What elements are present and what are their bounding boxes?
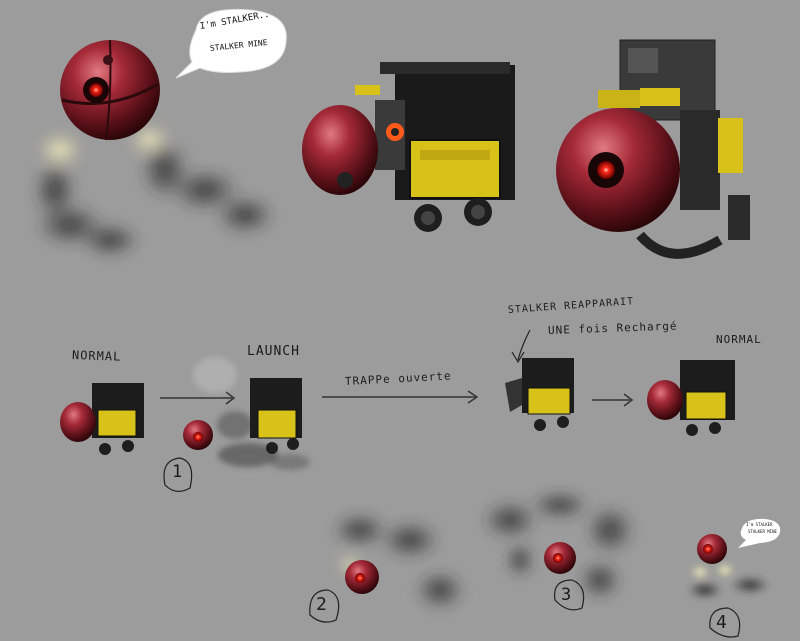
sequence-drone-normal-2 xyxy=(647,360,735,436)
stalker-sphere-2 xyxy=(345,560,379,594)
sequence-drone-normal xyxy=(60,383,144,455)
step-circle xyxy=(709,607,741,638)
drone-side-view xyxy=(302,62,515,232)
sequence-drone-launch xyxy=(183,378,302,454)
label-normal-2: NORMAL xyxy=(716,333,762,346)
bottom-smoke-2 xyxy=(332,512,465,610)
step-number-2: 2 xyxy=(316,594,328,615)
bottom-smoke-4 xyxy=(687,562,770,600)
step-number-3: 3 xyxy=(561,585,573,605)
speech-small-line-2: STALKER MINE xyxy=(748,529,777,534)
step-number-1: 1 xyxy=(172,462,184,482)
speech-small-line-1: I'm STALKER xyxy=(746,522,773,527)
stalker-sphere-3 xyxy=(544,542,576,574)
speech-bubble-small xyxy=(738,518,781,548)
bottom-smoke-3 xyxy=(482,490,635,600)
speech-bubble xyxy=(175,8,287,79)
smoke-trail xyxy=(33,124,275,258)
step-number-4: 4 xyxy=(716,612,728,633)
label-normal: NORMAL xyxy=(71,348,122,364)
step-circle xyxy=(309,589,340,623)
sequence-drone-open xyxy=(505,358,574,431)
stalker-sphere-4 xyxy=(697,534,727,564)
drone-front-view xyxy=(556,39,750,259)
stalker-sphere xyxy=(60,39,160,141)
step-circle xyxy=(554,579,585,611)
step-circle xyxy=(163,457,193,492)
label-launch: LAUNCH xyxy=(247,344,300,359)
launch-smoke xyxy=(193,357,310,470)
